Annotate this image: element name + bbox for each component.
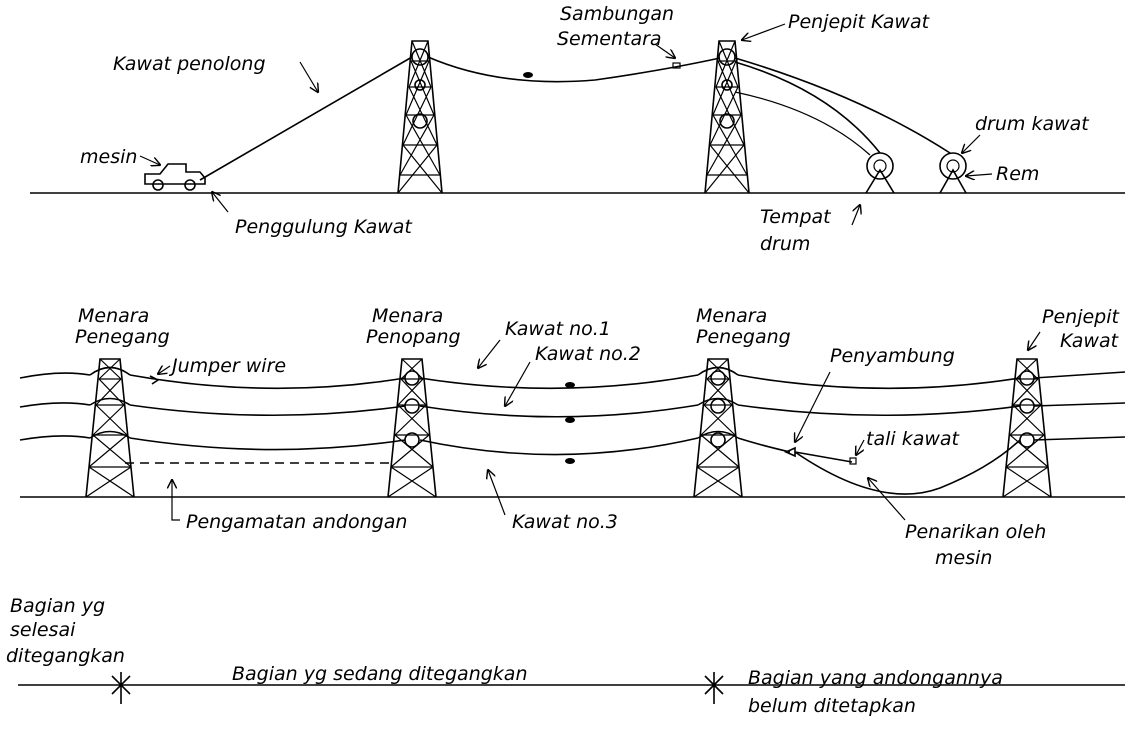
wire-to-drum2: [734, 57, 951, 154]
label-drum-kawat: drum kawat: [975, 113, 1090, 135]
label-jumper-wire: Jumper wire: [168, 355, 286, 377]
conductors: [19, 371, 1126, 495]
tower-penegang-left: [85, 358, 135, 498]
jumper-wire-mark: [149, 375, 160, 385]
insulators: [89, 366, 1035, 448]
scale-mark-left: [111, 672, 131, 704]
car-machine: [144, 163, 206, 191]
drum-kawat: [939, 152, 967, 194]
label-kawat-no2: Kawat no.2: [535, 343, 641, 365]
label-rem: Rem: [996, 163, 1039, 185]
wire-to-drum1: [734, 61, 881, 154]
tali-kawat-end: [849, 457, 857, 465]
bottom-scale: Bagian yg selesai ditegangkan Bagian yg …: [6, 595, 1125, 717]
label-tempat-line2: drum: [760, 233, 810, 255]
tower-penegang-right: [693, 358, 743, 498]
label-sambungan-line1: Sambungan: [560, 3, 674, 25]
label-penggulung-kawat: Penggulung Kawat: [235, 216, 413, 238]
label-bagian-selesai-line2: selesai: [10, 619, 76, 641]
label-menara-left-line2: Penegang: [75, 326, 170, 348]
sambungan-sementara-joint: [672, 62, 681, 69]
tower-top-left: [397, 40, 443, 194]
label-sambungan-line2: Sementara: [557, 28, 662, 50]
label-menara-right-line2: Penegang: [696, 326, 791, 348]
label-bagian-selesai-line1: Bagian yg: [10, 595, 105, 617]
joints-middle: [565, 382, 575, 464]
label-penjepit-line2: Kawat: [1060, 330, 1120, 352]
label-penjepit-kawat-top: Penjepit Kawat: [788, 11, 931, 33]
label-penarikan-line2: mesin: [935, 547, 992, 569]
middle-scene: Menara Penegang Jumper wire Menara Penop…: [19, 305, 1126, 569]
wire-to-drum-lower: [734, 91, 871, 156]
label-bagian-selesai-line3: ditegangkan: [6, 645, 125, 667]
penyambung-joint: [784, 446, 796, 458]
label-menara-left-line1: Menara: [78, 305, 149, 327]
label-bagian-belum-line2: belum ditetapkan: [748, 695, 916, 717]
top-scene: Kawat penolong Sambungan Sementara Penje…: [30, 3, 1125, 255]
label-tempat-line1: Tempat: [760, 206, 832, 228]
label-bagian-sedang: Bagian yg sedang ditegangkan: [232, 663, 528, 685]
label-penyambung: Penyambung: [830, 345, 955, 367]
label-menara-right-line1: Menara: [696, 305, 767, 327]
label-menara-penopang-line2: Penopang: [366, 326, 461, 348]
label-kawat-no3: Kawat no.3: [512, 511, 618, 533]
label-penarikan-line1: Penarikan oleh: [905, 521, 1046, 543]
scale-mark-right: [704, 672, 724, 704]
label-kawat-penolong: Kawat penolong: [113, 53, 266, 75]
label-kawat-no1: Kawat no.1: [505, 318, 611, 340]
drum-tempat: [865, 152, 895, 194]
label-mesin: mesin: [80, 146, 137, 168]
label-tali-kawat: tali kawat: [866, 428, 961, 450]
label-bagian-belum-line1: Bagian yang andongannya: [748, 667, 1003, 689]
sambungan-joint: [523, 72, 533, 78]
kawat-penolong-line: [199, 56, 413, 181]
wire-between-towers: [427, 56, 721, 83]
label-menara-penopang-line1: Menara: [372, 305, 443, 327]
label-pengamatan-andongan: Pengamatan andongan: [186, 511, 407, 533]
label-penjepit-line1: Penjepit: [1042, 306, 1120, 328]
